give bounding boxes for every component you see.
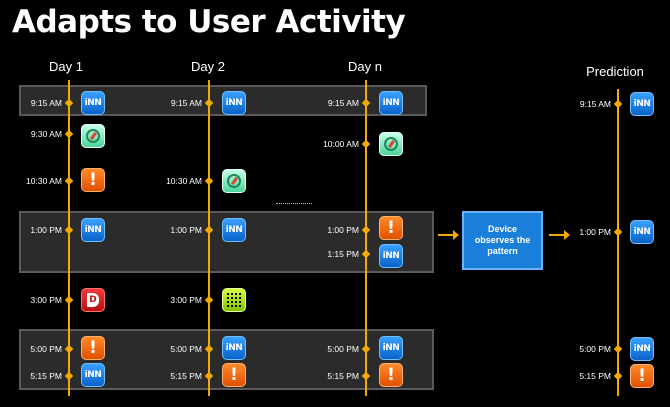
- inn-app-icon: iNN: [379, 91, 403, 115]
- d-app-icon: D: [81, 288, 105, 312]
- timeline-dot: [613, 99, 623, 109]
- inn-app-icon: iNN: [379, 336, 403, 360]
- time-label: 5:00 PM: [327, 344, 359, 354]
- device-observes-box: Device observes the pattern: [462, 211, 543, 270]
- time-label: 9:15 AM: [30, 98, 62, 108]
- timeline-prediction: [617, 89, 619, 396]
- time-label: 5:15 PM: [579, 371, 611, 381]
- inn-app-icon: iNN: [379, 244, 403, 268]
- timeline-dot: [613, 344, 623, 354]
- time-label: 5:15 PM: [30, 371, 62, 381]
- timeline-dot: [361, 139, 371, 149]
- timeline-dot: [613, 371, 623, 381]
- time-label: 5:00 PM: [579, 344, 611, 354]
- timeline-dot: [613, 227, 623, 237]
- time-label: 10:00 AM: [323, 139, 359, 149]
- alert-app-icon: !: [81, 336, 105, 360]
- timeline-day-1: [68, 80, 70, 396]
- arrow-to-device-icon: [438, 230, 459, 240]
- time-label: 1:15 PM: [327, 249, 359, 259]
- time-label: 9:15 AM: [579, 99, 611, 109]
- time-label: 3:00 PM: [30, 295, 62, 305]
- timeline-day-n: [365, 80, 367, 396]
- column-header-day-2: Day 2: [191, 59, 225, 74]
- grid-app-icon: [222, 288, 246, 312]
- ellipsis-dots: [276, 203, 312, 204]
- inn-app-icon: iNN: [630, 92, 654, 116]
- time-label: 1:00 PM: [30, 225, 62, 235]
- timeline-dot: [64, 295, 74, 305]
- time-label: 1:00 PM: [327, 225, 359, 235]
- time-label: 9:30 AM: [30, 129, 62, 139]
- timeline-dot: [64, 129, 74, 139]
- compass-app-icon: [222, 169, 246, 193]
- time-label: 9:15 AM: [170, 98, 202, 108]
- time-label: 10:30 AM: [26, 176, 62, 186]
- time-label: 3:00 PM: [170, 295, 202, 305]
- timeline-dot: [204, 176, 214, 186]
- inn-app-icon: iNN: [81, 363, 105, 387]
- compass-app-icon: [379, 132, 403, 156]
- inn-app-icon: iNN: [630, 337, 654, 361]
- time-label: 5:00 PM: [170, 344, 202, 354]
- time-label: 1:00 PM: [170, 225, 202, 235]
- time-label: 5:15 PM: [170, 371, 202, 381]
- time-label: 5:00 PM: [30, 344, 62, 354]
- alert-app-icon: !: [379, 216, 403, 240]
- inn-app-icon: iNN: [222, 336, 246, 360]
- alert-app-icon: !: [222, 363, 246, 387]
- timeline-dot: [204, 295, 214, 305]
- inn-app-icon: iNN: [222, 91, 246, 115]
- inn-app-icon: iNN: [222, 218, 246, 242]
- timeline-dot: [64, 176, 74, 186]
- compass-app-icon: [81, 124, 105, 148]
- inn-app-icon: iNN: [630, 220, 654, 244]
- inn-app-icon: iNN: [81, 91, 105, 115]
- alert-app-icon: !: [630, 364, 654, 388]
- time-label: 9:15 AM: [327, 98, 359, 108]
- column-header-prediction: Prediction: [586, 64, 644, 79]
- alert-app-icon: !: [379, 363, 403, 387]
- column-header-day-n: Day n: [348, 59, 382, 74]
- timeline-day-2: [208, 80, 210, 396]
- arrow-to-prediction-icon: [549, 230, 570, 240]
- alert-app-icon: !: [81, 168, 105, 192]
- time-label: 5:15 PM: [327, 371, 359, 381]
- time-label: 1:00 PM: [579, 227, 611, 237]
- time-label: 10:30 AM: [166, 176, 202, 186]
- inn-app-icon: iNN: [81, 218, 105, 242]
- column-header-day-1: Day 1: [49, 59, 83, 74]
- page-title: Adapts to User Activity: [12, 4, 406, 40]
